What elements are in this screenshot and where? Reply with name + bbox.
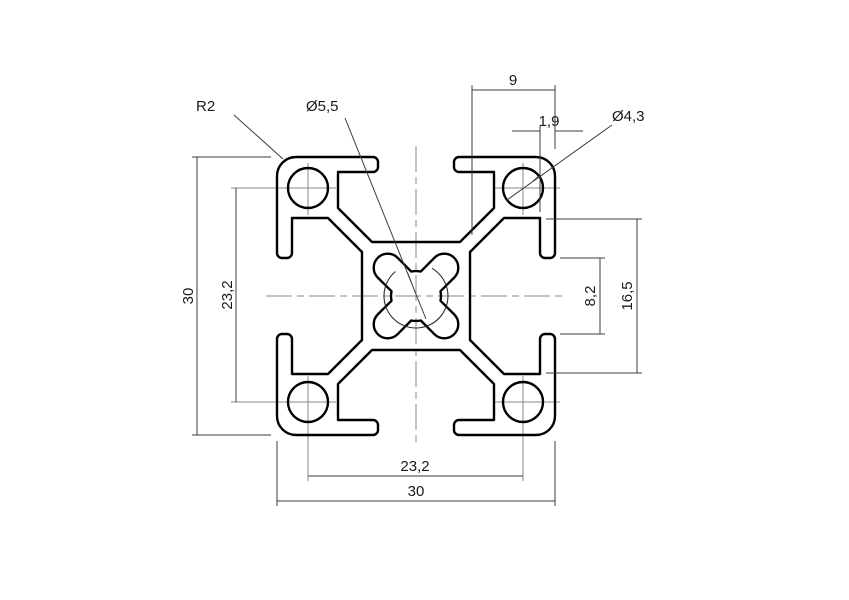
center-bore-outline — [372, 252, 460, 340]
dim-label-lip-thickness: 1,9 — [539, 113, 560, 130]
leader-line-center-bore — [344, 117, 427, 320]
dim-label-overall-height: 30 — [180, 288, 197, 305]
dim-slot-opening: 8,2 — [560, 257, 605, 335]
dim-label-overall-width: 30 — [408, 483, 425, 500]
leader-label-corner-radius: R2 — [196, 98, 215, 115]
corner-hole-top-right — [501, 166, 545, 210]
dim-overall-width: 30 — [276, 441, 556, 506]
corner-hole-bottom-right — [501, 380, 545, 424]
leader-corner-hole: Ø4,3 — [506, 108, 645, 201]
leader-corner-radius: R2 — [196, 98, 284, 160]
leader-arrow-corner-hole-upper — [532, 175, 540, 182]
leader-arrow-center-bore-upper — [407, 272, 413, 285]
dim-label-top-slot-offset: 9 — [509, 72, 517, 89]
leader-line-r2 — [233, 114, 284, 160]
dim-overall-height: 30 — [180, 156, 271, 436]
dim-hole-spacing-vertical: 23,2 — [219, 188, 236, 402]
centerlines — [266, 146, 566, 446]
leader-label-center-bore: Ø5,5 — [306, 98, 339, 115]
dim-label-slot-opening: 8,2 — [582, 286, 599, 307]
dim-label-hole-spacing-horizontal: 23,2 — [400, 458, 429, 475]
dim-slot-inner-width: 16,5 — [546, 218, 642, 374]
leader-label-corner-hole: Ø4,3 — [612, 108, 645, 125]
corner-holes — [286, 166, 545, 424]
dim-lip-thickness: 1,9 — [512, 113, 583, 212]
leader-center-bore: Ø5,5 — [306, 98, 427, 320]
dim-label-slot-inner-width: 16,5 — [619, 281, 636, 310]
leader-line-corner-hole — [506, 124, 613, 201]
dim-label-hole-spacing-vertical: 23,2 — [219, 280, 236, 309]
hole-crosshairs — [231, 163, 560, 481]
corner-hole-bottom-left — [286, 380, 330, 424]
dim-hole-spacing-horizontal: 23,2 — [308, 458, 523, 476]
dim-top-slot-offset: 9 — [471, 72, 556, 235]
profile-cross-section-outline — [275, 155, 557, 437]
corner-hole-top-left — [286, 166, 330, 210]
thread-arc — [383, 267, 449, 329]
